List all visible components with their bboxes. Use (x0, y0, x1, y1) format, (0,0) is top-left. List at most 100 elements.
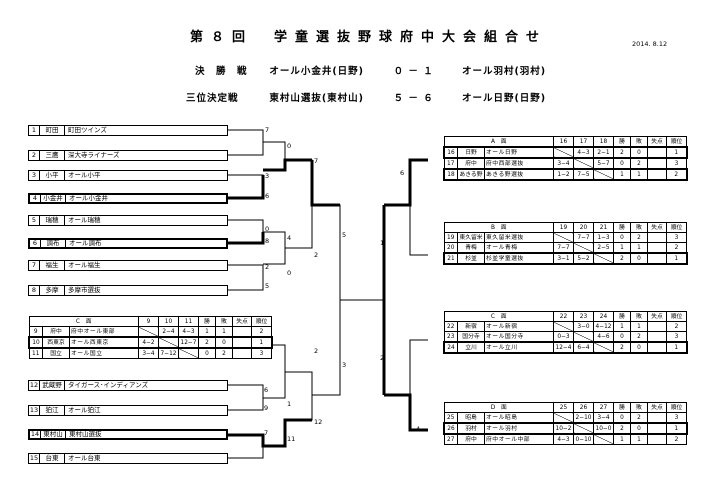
date: 2014. 8.12 (632, 40, 668, 48)
group-col-header: 敗 (630, 136, 648, 148)
group-col-header: 23 (573, 311, 594, 322)
group-cell (647, 157, 667, 170)
group-n: 10 (28, 336, 43, 349)
group-city: 府中 (457, 157, 485, 170)
group-cell: 1−3 (593, 232, 614, 243)
group-team: 府中オール中部 (484, 433, 554, 445)
final-result: 決 勝 戦 オール小金井(日野) ０ － １ オール羽村(羽村) (195, 63, 546, 77)
group-team: あきる野選抜 (484, 168, 554, 181)
group-col-header: 敗 (630, 222, 648, 233)
group-col-header: 18 (593, 136, 614, 148)
group-col-header: 21 (593, 222, 614, 233)
group-cell: 1 (666, 146, 688, 159)
group-cell: 2 (613, 422, 631, 435)
group-cell: 7−5 (573, 168, 594, 181)
team-number: 1 (29, 126, 40, 135)
score-label: 7 (265, 126, 270, 134)
group-n: 25 (443, 412, 458, 424)
score-label: 4 (287, 234, 292, 242)
group-col-header: 勝 (613, 311, 631, 322)
group-cell: 3 (251, 347, 272, 359)
score-label: 0 (287, 269, 292, 277)
team-city: 三鷹 (40, 151, 65, 160)
group-city: 国分寺 (457, 331, 485, 343)
group-label: A 面 (443, 136, 554, 148)
group-team: オール西東京 (69, 336, 139, 349)
group-n: 9 (28, 326, 43, 338)
group-cell: 3 (666, 412, 687, 424)
group-cell (158, 336, 179, 349)
group-n: 16 (443, 146, 458, 159)
score-label: 0 (287, 142, 292, 150)
group-cell: 2−5 (593, 242, 614, 254)
group-label: C 面 (443, 311, 554, 322)
group-cell: 2−4 (158, 326, 179, 338)
third-score: ５ － ６ (393, 93, 434, 104)
group-cell: 2 (666, 168, 688, 181)
group-cell: 2−10 (573, 412, 594, 424)
team-name: オール福生 (68, 261, 101, 269)
group-cell (647, 331, 667, 343)
group-cell: 0 (630, 252, 648, 265)
group-n: 18 (443, 168, 458, 181)
group-city: 新宿 (457, 321, 485, 332)
group-cell (178, 347, 199, 359)
group-team: オール昭島 (484, 412, 554, 424)
group-cell: 0 (613, 232, 631, 243)
score-label: 2 (380, 354, 385, 362)
team-number: 3 (29, 171, 40, 180)
group-cell: 10−0 (593, 422, 614, 435)
group-cell: 10−2 (553, 422, 574, 435)
group-cell (553, 321, 574, 332)
group-cell: 1 (251, 336, 273, 349)
group-col-header: 9 (138, 316, 159, 327)
group-cell: 2 (666, 433, 687, 445)
group-cell: 0−3 (553, 331, 574, 343)
team-number: 13 (29, 406, 40, 415)
group-cell: 0 (630, 341, 648, 354)
group-n: 19 (443, 232, 458, 243)
group-cell (593, 252, 614, 265)
team-name: オール台東 (68, 454, 101, 462)
group-team: 府中西部選抜 (484, 157, 554, 170)
group-col-header: 順位 (666, 402, 687, 413)
score-label: 2 (265, 263, 270, 271)
group-cell (553, 146, 574, 159)
group-cell (553, 412, 574, 424)
group-cell (647, 433, 667, 445)
group-cell (647, 146, 667, 159)
group-cell: 0 (630, 146, 648, 159)
group-n: 17 (443, 157, 458, 170)
team-number: 14 (30, 430, 41, 438)
group-team: 東久留米選抜 (484, 232, 554, 243)
group-cell (647, 232, 667, 243)
group-cell: 2 (215, 347, 233, 359)
group-cell (647, 412, 667, 424)
group-cell: 1 (613, 168, 631, 181)
score-label: 9 (264, 404, 269, 412)
final-score: ０ － １ (393, 66, 434, 77)
group-cell (573, 422, 594, 435)
group-cell: 12−7 (178, 336, 199, 349)
group-n: 26 (443, 422, 458, 435)
team-number: 2 (29, 151, 40, 160)
team-name: オール瑞穂 (68, 216, 101, 224)
group-cell (553, 232, 574, 243)
page-title: 第８回 学童選抜野球府中大会組合せ (190, 30, 548, 45)
group-cell: 2 (198, 336, 216, 349)
group-col-header: 勝 (613, 222, 631, 233)
group-col-header: 10 (158, 316, 179, 327)
